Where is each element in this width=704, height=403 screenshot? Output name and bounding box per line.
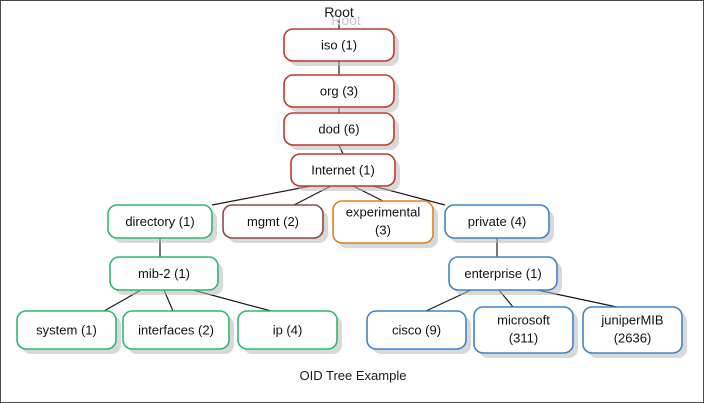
node-label-enterprise: enterprise (1) — [464, 266, 541, 281]
node-label-directory: directory (1) — [125, 214, 194, 229]
node-label-microsoft-line1: microsoft — [497, 312, 550, 327]
node-layer: iso (1) org (3) dod (6) Internet (1) directo… — [16, 28, 687, 358]
node-cisco[interactable]: cisco (9) — [366, 310, 471, 354]
node-label-dod: dod (6) — [318, 121, 359, 136]
node-iso[interactable]: iso (1) — [283, 28, 399, 66]
node-label-internet: Internet (1) — [311, 162, 375, 177]
node-system[interactable]: system (1) — [16, 310, 121, 354]
node-label-experimental-line1: experimental — [346, 204, 421, 219]
node-label-ip: ip (4) — [273, 322, 303, 337]
node-box-cisco[interactable] — [366, 310, 467, 350]
node-box-interfaces[interactable] — [122, 310, 230, 350]
node-box-mgmt[interactable] — [222, 204, 324, 239]
node-enterprise[interactable]: enterprise (1) — [448, 256, 562, 295]
node-box-juniperMIB[interactable] — [582, 306, 683, 354]
node-box-enterprise[interactable] — [448, 256, 558, 291]
node-ip[interactable]: ip (4) — [237, 310, 342, 354]
node-box-iso[interactable] — [283, 28, 395, 62]
node-org[interactable]: org (3) — [283, 74, 399, 112]
node-directory[interactable]: directory (1) — [107, 204, 217, 243]
node-label-private: private (4) — [468, 214, 527, 229]
node-label-org: org (3) — [320, 83, 358, 98]
node-interfaces[interactable]: interfaces (2) — [122, 310, 234, 354]
node-internet[interactable]: Internet (1) — [290, 153, 400, 191]
diagram-caption: OID Tree Example — [300, 368, 407, 383]
node-label-interfaces: interfaces (2) — [138, 322, 214, 337]
root-label-ghost: Root — [331, 12, 361, 28]
node-label-juniperMIB-line2: (2636) — [614, 330, 652, 345]
node-microsoft[interactable]: microsoft (311) — [473, 306, 578, 358]
root-label: Root — [324, 4, 354, 20]
node-label-mgmt: mgmt (2) — [247, 214, 299, 229]
node-juniperMIB[interactable]: juniperMIB (2636) — [582, 306, 687, 358]
node-box-private[interactable] — [444, 204, 550, 239]
node-box-experimental[interactable] — [332, 200, 434, 244]
node-box-system[interactable] — [16, 310, 117, 350]
node-label-cisco: cisco (9) — [392, 322, 441, 337]
node-box-dod[interactable] — [283, 112, 395, 146]
node-mgmt[interactable]: mgmt (2) — [222, 204, 328, 243]
node-label-juniperMIB-line1: juniperMIB — [600, 312, 663, 327]
node-experimental[interactable]: experimental (3) — [332, 200, 438, 248]
node-label-experimental-line2: (3) — [375, 222, 391, 237]
node-box-mib2[interactable] — [109, 256, 219, 291]
node-private[interactable]: private (4) — [444, 204, 554, 243]
node-label-microsoft-line2: (311) — [509, 330, 538, 345]
node-box-org[interactable] — [283, 74, 395, 108]
node-box-directory[interactable] — [107, 204, 213, 239]
node-dod[interactable]: dod (6) — [283, 112, 399, 150]
node-label-iso: iso (1) — [321, 37, 357, 52]
node-mib2[interactable]: mib-2 (1) — [109, 256, 223, 295]
edge-internet-to-directory — [211, 185, 312, 206]
node-box-microsoft[interactable] — [473, 306, 574, 354]
node-box-ip[interactable] — [237, 310, 338, 350]
node-label-mib2: mib-2 (1) — [138, 266, 190, 281]
node-box-internet[interactable] — [290, 153, 396, 187]
node-label-system: system (1) — [36, 322, 97, 337]
